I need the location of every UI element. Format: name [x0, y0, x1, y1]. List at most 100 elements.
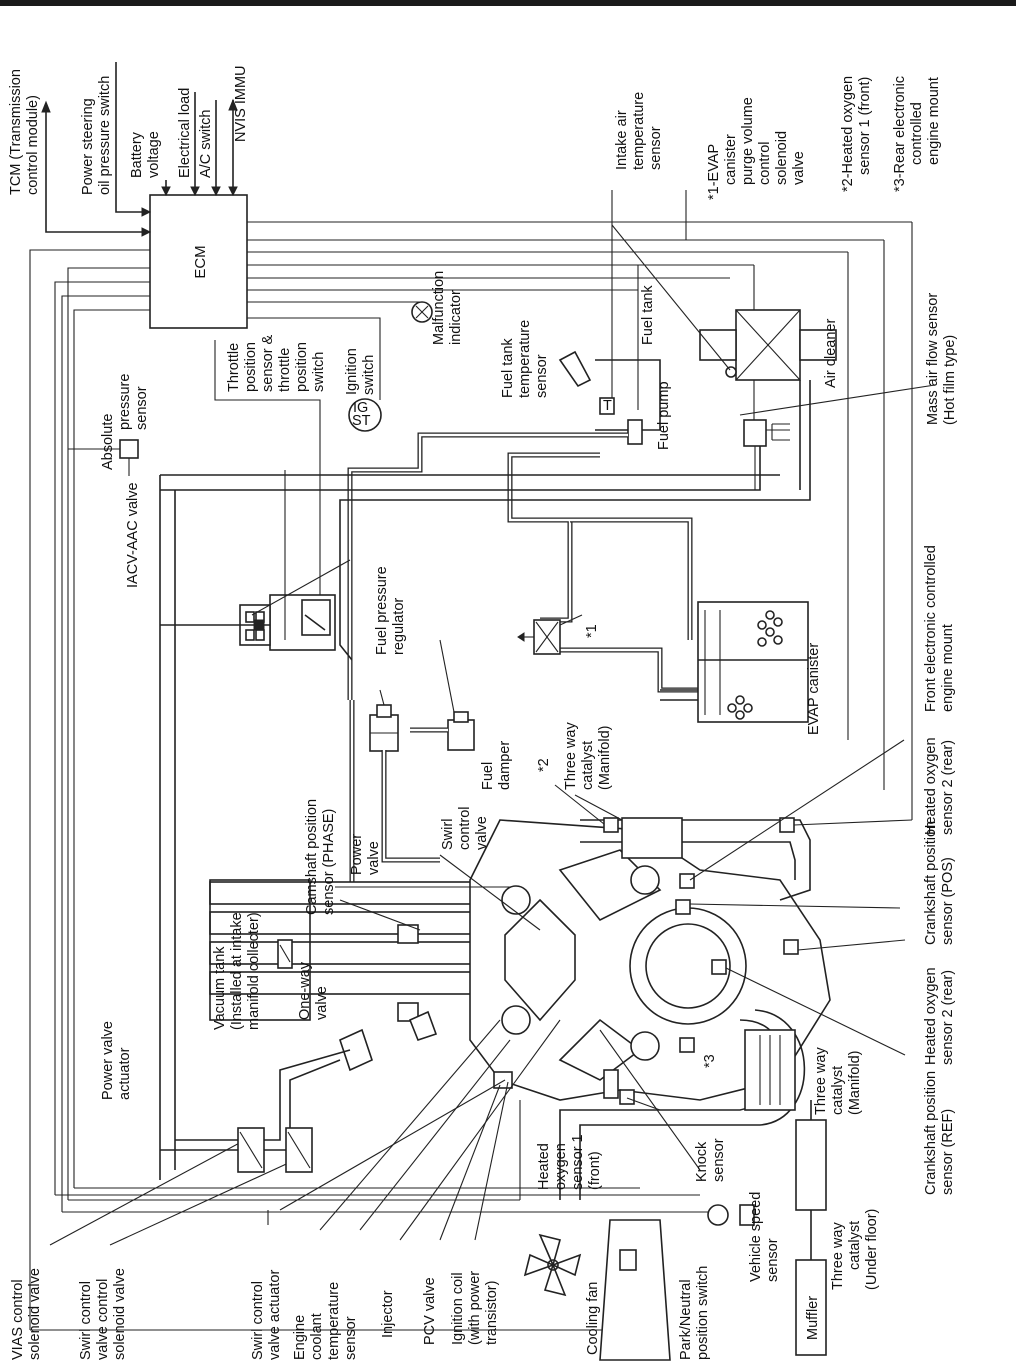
svg-text:Heated oxygen: Heated oxygen: [923, 737, 939, 835]
svg-text:Crankshaft position: Crankshaft position: [923, 821, 939, 945]
svg-text:temperature: temperature: [517, 320, 533, 398]
label-one-way-valve: One-way valve: [297, 961, 330, 1020]
label-power-steering: Power steering oil pressure switch: [80, 76, 113, 195]
svg-text:control: control: [457, 806, 473, 850]
svg-text:(Manifold): (Manifold): [597, 726, 613, 790]
svg-text:valve: valve: [366, 841, 382, 875]
label-front-mount: Front electronic controlled engine mount: [923, 545, 956, 712]
svg-text:Intake air: Intake air: [614, 110, 630, 170]
svg-text:Swirl control: Swirl control: [78, 1281, 94, 1360]
top-rule: [0, 0, 1016, 6]
label-star3: *3: [702, 1054, 718, 1068]
label-power-valve: Power valve: [349, 834, 382, 875]
label-nvis-immu: NVIS IMMU: [233, 65, 249, 142]
label-vehicle-speed: Vehicle speed sensor: [748, 1192, 781, 1282]
svg-text:One-way: One-way: [297, 961, 313, 1020]
svg-text:oxygen: oxygen: [553, 1143, 569, 1190]
label-swirl-control-valve: Swirl control valve: [440, 806, 490, 850]
label-malfunction: Malfunction indicator: [431, 271, 464, 345]
svg-text:temperature: temperature: [631, 92, 647, 170]
engine-block: [469, 819, 831, 1101]
swirl-solenoid: [285, 1127, 313, 1173]
svg-text:Fuel pressure: Fuel pressure: [374, 566, 390, 655]
fuel-tank: T: [558, 350, 661, 445]
svg-text:valve control: valve control: [95, 1279, 111, 1360]
label-fuel-damper: Fuel damper: [480, 741, 513, 790]
power-valve-actuator: [160, 1010, 438, 1151]
svg-text:Swirl control: Swirl control: [250, 1281, 266, 1360]
ecm-output-harness: [29, 190, 913, 1331]
svg-text:position: position: [243, 342, 259, 392]
ignition-switch-symbol: IG ST: [348, 398, 382, 432]
transmission-symbol: [599, 1204, 755, 1361]
svg-text:position: position: [294, 342, 310, 392]
svg-text:canister: canister: [723, 134, 739, 185]
label-swirl-solenoid: Swirl control valve control solenoid val…: [78, 1268, 128, 1360]
exhaust-system: [559, 817, 827, 1356]
ecm-block: ECM: [149, 194, 248, 329]
label-throttle: Throttle position sensor & throttle posi…: [226, 334, 327, 392]
throttle-body: [214, 340, 336, 651]
fuel-damper: [447, 711, 475, 751]
label-ho2s1-star2: *2-Heated oxygen sensor 1 (front): [840, 76, 873, 192]
label-ignition-switch: Ignition switch: [344, 348, 377, 395]
svg-text:Three way: Three way: [563, 722, 579, 790]
svg-text:Ignition: Ignition: [344, 348, 360, 395]
svg-text:valve: valve: [791, 151, 807, 185]
ecm-input-lines: [41, 62, 238, 237]
svg-text:indicator: indicator: [448, 290, 464, 345]
svg-text:purge volume: purge volume: [740, 97, 756, 185]
svg-text:actuator: actuator: [117, 1047, 133, 1100]
svg-text:Malfunction: Malfunction: [431, 271, 447, 345]
label-ho2s2-rear-right: Heated oxygen sensor 2 (rear): [923, 737, 956, 835]
label-crank-ref: Crankshaft position sensor (REF): [923, 1071, 956, 1195]
svg-text:Fuel: Fuel: [480, 762, 496, 790]
svg-text:catalyst: catalyst: [830, 1066, 846, 1115]
label-electrical-load: Electrical load: [177, 88, 193, 178]
label-maf: Mass air flow sensor (Hot film type): [925, 293, 958, 425]
svg-text:(Manifold): (Manifold): [847, 1051, 863, 1115]
svg-text:(Hot film type): (Hot film type): [942, 335, 958, 425]
svg-text:Crankshaft position: Crankshaft position: [923, 1071, 939, 1195]
svg-text:sensor 2 (rear): sensor 2 (rear): [940, 740, 956, 835]
label-intake-air-temp: Intake air temperature sensor: [614, 92, 664, 170]
air-cleaner: [699, 309, 837, 490]
label-evap-canister: EVAP canister: [806, 643, 822, 735]
svg-text:Power: Power: [349, 834, 365, 875]
svg-text:Power valve: Power valve: [100, 1021, 116, 1100]
evap-purge-solenoid: [517, 619, 561, 655]
svg-text:Park/Neutral: Park/Neutral: [678, 1279, 694, 1360]
svg-text:solenoid valve: solenoid valve: [27, 1268, 43, 1360]
svg-text:Vacuum tank: Vacuum tank: [212, 946, 228, 1030]
svg-text:ST: ST: [352, 413, 371, 429]
svg-text:solenoid valve: solenoid valve: [112, 1268, 128, 1360]
svg-text:control: control: [757, 141, 773, 185]
label-tcm: TCM (Transmission control module): [8, 69, 41, 195]
vacuum-tank: [209, 879, 311, 1021]
svg-text:engine mount: engine mount: [926, 77, 942, 165]
label-ac-switch: A/C switch: [198, 110, 214, 179]
label-ect: Engine coolant temperature sensor: [292, 1282, 359, 1360]
label-cooling-fan: Cooling fan: [585, 1282, 601, 1355]
absolute-pressure-sensor: [68, 439, 139, 476]
svg-text:sensor (REF): sensor (REF): [940, 1109, 956, 1195]
svg-text:*1-EVAP: *1-EVAP: [706, 144, 722, 200]
svg-text:damper: damper: [497, 741, 513, 790]
svg-text:pressure: pressure: [117, 374, 133, 430]
fuel-rail-hose-b: [381, 750, 440, 863]
svg-text:Knock: Knock: [694, 1141, 710, 1182]
label-vias: VIAS control solenoid valve: [10, 1268, 43, 1360]
label-muffler: Muffler: [805, 1296, 821, 1340]
svg-text:sensor (PHASE): sensor (PHASE): [321, 809, 337, 915]
svg-text:Mass air flow sensor: Mass air flow sensor: [925, 293, 941, 425]
svg-text:manifold collecter): manifold collecter): [246, 912, 262, 1030]
svg-text:sensor: sensor: [711, 1138, 727, 1182]
label-ho2s2-rear-bottom: Heated oxygen sensor 2 (rear): [923, 967, 956, 1065]
label-crank-pos: Crankshaft position sensor (POS): [923, 821, 956, 945]
label-park-neutral: Park/Neutral position switch: [678, 1266, 711, 1360]
label-air-cleaner: Air cleaner: [823, 319, 839, 388]
svg-text:solenoid: solenoid: [774, 131, 790, 185]
label-vacuum-tank: Vacuum tank (Installed at intake manifol…: [212, 912, 262, 1030]
label-knock-sensor: Knock sensor: [694, 1138, 727, 1182]
svg-text:control module): control module): [25, 95, 41, 195]
